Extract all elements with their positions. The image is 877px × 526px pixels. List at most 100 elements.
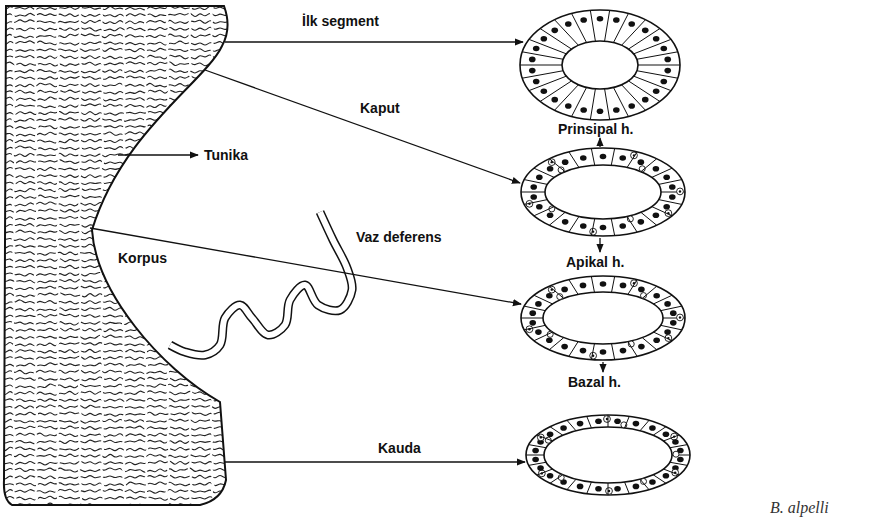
basement-membrane — [526, 415, 690, 495]
tubule-cross-section — [526, 415, 690, 495]
cell-border — [591, 148, 594, 165]
part-label: Tunika — [204, 147, 248, 163]
nucleus — [633, 421, 640, 427]
cell-border — [627, 152, 637, 167]
nucleus — [536, 204, 543, 210]
lumen — [545, 165, 661, 219]
cell-border — [659, 200, 682, 205]
part-label: Kaput — [360, 100, 400, 116]
cell-border — [572, 14, 587, 43]
leader-arrow — [602, 362, 603, 372]
cell-border — [555, 85, 579, 111]
nucleus — [577, 484, 584, 490]
part-label: Korpus — [118, 250, 167, 266]
nucleus — [663, 204, 670, 210]
nucleus — [628, 103, 635, 109]
cell-border — [567, 479, 576, 489]
nucleus — [670, 310, 677, 316]
nucleus — [529, 57, 536, 63]
nucleus — [614, 486, 621, 492]
nucleus — [663, 432, 670, 438]
nucleus — [561, 287, 568, 293]
nucleus — [628, 21, 635, 27]
tubule-gap — [33, 0, 39, 510]
cell-border — [637, 52, 678, 59]
part-label: Vaz deferens — [356, 229, 442, 245]
cell-border — [524, 200, 547, 205]
leader-arrow — [224, 461, 525, 462]
leader-arrow — [599, 138, 600, 147]
nucleus — [661, 79, 668, 85]
nucleus — [653, 166, 660, 172]
nucleus — [664, 301, 671, 307]
nucleus — [533, 79, 540, 85]
nucleus — [595, 486, 602, 492]
nucleus — [580, 17, 587, 23]
cell-border — [661, 325, 682, 330]
cell-border — [637, 71, 678, 78]
leader-arrow — [90, 228, 521, 304]
nucleus — [653, 293, 660, 299]
part-label: İlk segment — [302, 13, 379, 29]
tubule-gap — [187, 0, 193, 510]
cell-border — [520, 65, 562, 66]
nucleus — [677, 457, 684, 463]
nucleus — [535, 329, 542, 335]
nucleus — [620, 348, 627, 354]
cell-border — [670, 445, 687, 448]
basal-cell — [604, 416, 611, 423]
cell-border — [522, 52, 563, 59]
nucleus — [541, 89, 548, 95]
nucleus — [547, 166, 554, 172]
nucleus — [670, 320, 677, 326]
lumen — [543, 292, 663, 344]
nucleus — [619, 223, 626, 229]
basement-membrane — [521, 148, 685, 236]
cell-border — [638, 65, 680, 66]
basal-nucleus — [679, 190, 681, 192]
nucleus — [547, 432, 554, 438]
cell-border — [622, 20, 646, 46]
basal-cell — [606, 488, 613, 495]
tubule-gap — [210, 0, 215, 510]
basal-cell — [590, 228, 597, 235]
nucleus — [580, 348, 587, 354]
cell-border — [661, 306, 682, 311]
nucleus — [532, 448, 539, 454]
cell-border — [640, 420, 649, 430]
nucleus — [642, 28, 649, 34]
nucleus — [613, 107, 620, 113]
cell-border — [591, 344, 594, 360]
cell-border — [590, 10, 595, 41]
nucleus — [580, 223, 587, 229]
nucleus — [561, 344, 568, 350]
cell-border — [612, 344, 615, 360]
nucleus — [638, 344, 645, 350]
nucleus — [600, 225, 607, 231]
cell-border — [591, 276, 594, 292]
nucleus — [613, 17, 620, 23]
nucleus — [580, 283, 587, 289]
cell-border — [572, 87, 587, 116]
cell-label: Apikal h. — [566, 254, 624, 270]
nucleus — [638, 219, 645, 225]
cell-border — [529, 76, 566, 90]
nucleus — [536, 174, 543, 180]
nucleus — [614, 418, 621, 424]
nucleus — [529, 68, 536, 74]
cell-border — [555, 20, 579, 46]
leader-arrow — [225, 41, 523, 42]
nucleus — [580, 107, 587, 113]
cell-border — [569, 280, 578, 295]
nucleus — [562, 219, 569, 225]
nucleus — [661, 46, 668, 52]
cell-label: Bazal h. — [568, 374, 621, 390]
basal-cell — [677, 188, 684, 195]
nucleus — [535, 301, 542, 307]
nucleus — [597, 109, 604, 115]
cell-border — [521, 192, 545, 193]
cell-border — [587, 416, 592, 428]
nucleus — [597, 16, 604, 22]
lumen — [562, 41, 638, 89]
nucleus — [669, 194, 676, 200]
